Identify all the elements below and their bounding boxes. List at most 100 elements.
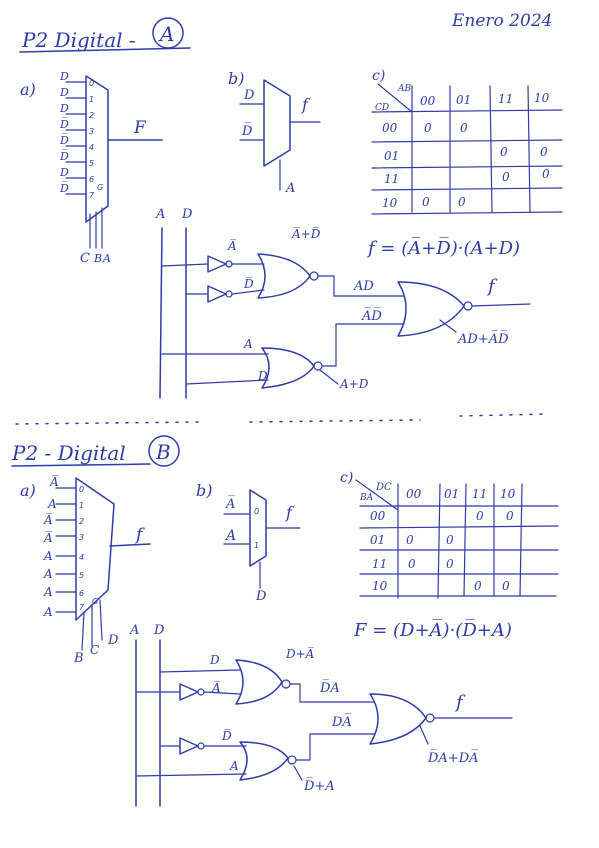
date-text: Enero 2024 <box>451 11 552 31</box>
section-b-circle <box>148 435 180 467</box>
section-a-part-b: b) D D̅ f A <box>228 69 321 196</box>
b-mux8-input-7: A <box>43 605 53 619</box>
b-kmap-col-3: 10 <box>500 487 516 501</box>
kmap-cell-2-2: 0 <box>502 170 510 184</box>
final-arrow <box>439 319 457 333</box>
circuit-input-rails <box>159 227 187 399</box>
kmap-cell-3-1: 0 <box>458 195 466 209</box>
b-kmap-col-lines <box>397 483 523 599</box>
final-output-f: f <box>486 276 498 297</box>
b-not-gate-a <box>179 683 199 701</box>
kmap-col-1: 01 <box>456 93 471 107</box>
b-nor-gate-final-bubble <box>425 713 435 723</box>
kmap-cell-1-2: 0 <box>500 145 508 159</box>
nor-2-output-wire <box>321 323 405 367</box>
b-mux2-pin-1: 1 <box>254 541 259 550</box>
kmap-row-2: 11 <box>384 172 399 186</box>
kmap-col-lines <box>411 85 531 213</box>
b-mux8-input-2: A̅ <box>43 512 53 527</box>
section-a-circuit: A D A̅ D̅ A̅+D̅ AD A D A+D <box>155 207 531 399</box>
section-b-title-underline <box>11 463 151 467</box>
not-a-label: A̅ <box>227 238 237 253</box>
nor-gate-2-inputs <box>161 353 269 385</box>
b-kmap-row-3: 10 <box>372 579 388 593</box>
nor-gate-final <box>397 281 465 337</box>
nor-2-arrow <box>319 369 339 385</box>
b-kmap-row-lines <box>359 505 559 597</box>
section-b: P2 - Digital B a) A̅ A A̅ A̅ A A A A 0 1… <box>11 435 559 807</box>
mux2-input-1: D <box>243 88 255 103</box>
mux8-select-a: A <box>102 252 111 265</box>
b-mux2-pin-0: 0 <box>254 507 259 516</box>
kmap-corner-diagonal <box>377 83 413 113</box>
b-mux8-select-b: B <box>73 651 84 666</box>
b-kmap-col-2: 11 <box>472 487 487 501</box>
kmap-label: c) <box>372 68 385 84</box>
kmap-col-0: 00 <box>420 94 436 108</box>
mux8-select-c: C <box>80 251 90 266</box>
b-nor-gate-1 <box>235 659 283 705</box>
section-b-part-b: b) A̅ A 0 1 f D <box>196 481 301 604</box>
kmap-cell-1-3: 0 <box>540 145 548 159</box>
section-a-equation: f = (A̅+D̅)·(A+D) <box>366 237 520 259</box>
b-mux8-body <box>75 477 115 621</box>
mux8-input-7: D̅ <box>59 181 69 195</box>
b-mux2-input-1: A̅ <box>225 496 235 512</box>
nor-gate-2 <box>261 347 315 389</box>
mux8-pin-5: 5 <box>89 159 94 168</box>
b-not-gate-a-bubble <box>197 688 205 696</box>
section-b-kmap: c) DC BA 00 01 11 10 00 01 11 10 0 0 0 0… <box>340 470 559 599</box>
b-circuit-input-rails <box>135 639 161 807</box>
nor-2-output-label: A+D <box>339 377 369 391</box>
b-nor-gate-1-bubble <box>281 679 291 689</box>
b-kmap-row-2: 11 <box>372 557 387 571</box>
mux2-input-lines <box>239 103 265 141</box>
kmap-cell-0-1: 0 <box>460 121 468 135</box>
kmap-cell-3-0: 0 <box>422 195 430 209</box>
kmap-corner-top: AB <box>397 84 411 94</box>
b-mux8-pin-1: 1 <box>79 501 84 510</box>
b-mux8-select-d: D <box>107 633 119 648</box>
section-b-letter: B <box>155 440 171 464</box>
b-part-b-label: b) <box>196 481 212 500</box>
b-mux8-input-6: A <box>43 585 53 599</box>
not-d-label: D̅ <box>243 276 254 291</box>
b-mux2-select-label: D <box>255 589 267 604</box>
nor-gate-1-inputs <box>231 263 265 295</box>
b-kmap-cell-3-2: 0 <box>474 579 482 593</box>
b-kmap-cell-2-0: 0 <box>408 557 416 571</box>
b-nor-gate-2 <box>239 741 289 781</box>
nor-1-output-wire <box>317 275 405 297</box>
b-mux8-pin-4: 4 <box>79 553 84 562</box>
b-mux2-input-lines <box>223 513 251 545</box>
b-nor-gate-final <box>369 693 427 745</box>
b-final-output-f: f <box>454 692 466 713</box>
b-kmap-cell-0-2: 0 <box>476 509 484 523</box>
b-kmap-col-0: 00 <box>406 487 422 501</box>
b-mux8-input-1: A <box>47 497 57 511</box>
section-a-title-underline <box>19 47 191 53</box>
nor-gate-1 <box>257 253 311 299</box>
b-mux8-pin-5: 5 <box>79 571 84 580</box>
b-nor-1-output-wire <box>289 683 375 703</box>
b-mux8-select-lines <box>81 599 103 651</box>
mux8-input-2: D <box>59 102 69 115</box>
circuit-input-a-label: A <box>155 207 165 222</box>
kmap-cell-2-3: 0 <box>542 167 550 181</box>
b-kmap-row-0: 00 <box>370 509 386 523</box>
b-nor-2-output-label: D̅+A <box>303 778 335 794</box>
b-not-gate-d-bubble <box>197 742 205 750</box>
b-nor-gate-2-bubble <box>287 755 297 765</box>
kmap-row-0: 00 <box>382 121 398 135</box>
circuit-input-d-label: D <box>181 207 193 222</box>
mux8-pin-2: 2 <box>89 111 94 120</box>
mux2-output-label: f <box>301 95 311 114</box>
not-gate-d-bubble <box>225 290 233 298</box>
kmap-cell-0-0: 0 <box>424 121 432 135</box>
b-nor-1-input-d: D <box>209 653 220 667</box>
kmap-row-1: 01 <box>384 149 399 163</box>
b-kmap-corner-diagonal <box>355 479 399 511</box>
b-mux2-body <box>249 489 267 567</box>
b-mux8-output-line <box>109 543 151 547</box>
